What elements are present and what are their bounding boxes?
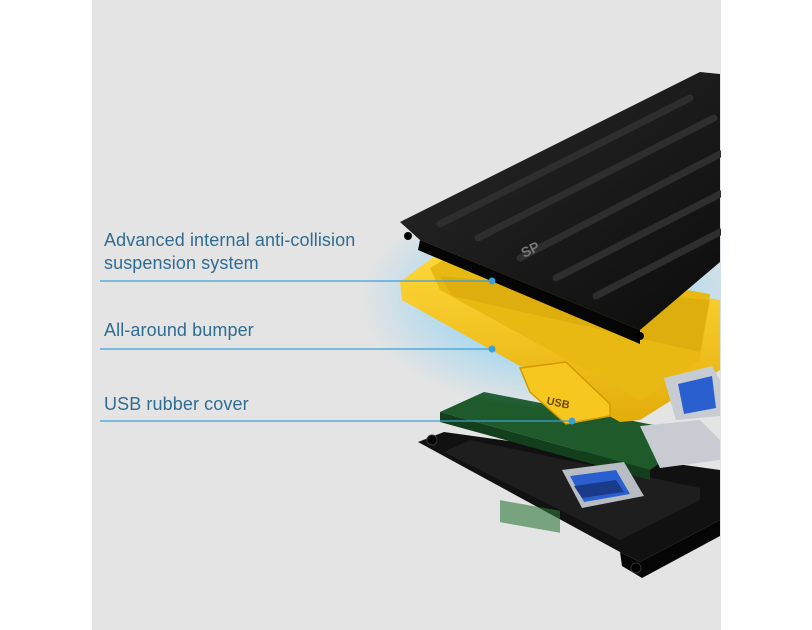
callout-suspension: Advanced internal anti-collision suspens… — [104, 229, 355, 275]
leader-lines — [100, 280, 572, 422]
callout-bumper: All-around bumper — [104, 320, 254, 340]
leader-dot-suspension — [488, 277, 496, 285]
usb-cover-label: USB — [545, 395, 570, 412]
circuit-board — [440, 392, 720, 533]
callout-suspension-line2: suspension system — [104, 253, 259, 273]
usb-connector-right — [664, 366, 720, 420]
usb-port-board — [562, 462, 644, 508]
shell-ridges — [436, 94, 721, 300]
product-illustration-panel: USB SP — [92, 0, 721, 630]
brand-logo: SP — [518, 238, 542, 261]
top-shell: SP — [400, 72, 721, 344]
leader-dot-usb-cover — [568, 417, 576, 425]
leader-dots — [488, 277, 576, 425]
exploded-drive-illustration: USB SP — [100, 72, 721, 578]
leader-dot-bumper — [488, 345, 496, 353]
callout-usb-cover: USB rubber cover — [104, 394, 249, 414]
callout-suspension-line1: Advanced internal anti-collision — [104, 230, 356, 250]
